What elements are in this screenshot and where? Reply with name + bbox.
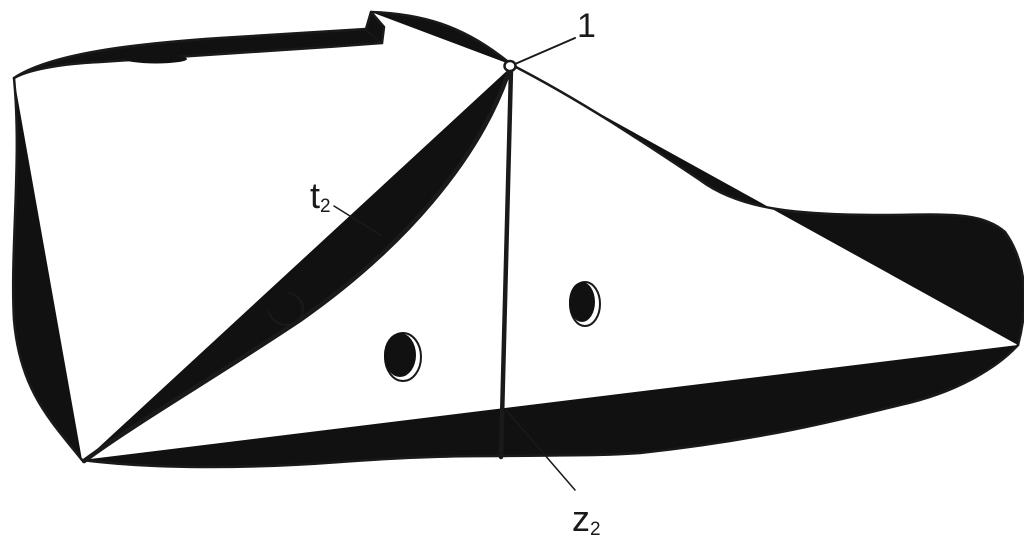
leader-z2 bbox=[505, 409, 576, 491]
point-1-marker bbox=[503, 59, 517, 73]
label-point-1: 1 bbox=[577, 7, 596, 45]
label-z2: z2 bbox=[572, 498, 601, 540]
leader-t2 bbox=[333, 205, 383, 237]
label-t2-subscript: 2 bbox=[320, 196, 331, 217]
heel-back-outline bbox=[11, 76, 84, 462]
cut-face-outline bbox=[364, 10, 386, 45]
top-ridge-outline bbox=[369, 10, 514, 67]
hole-middle bbox=[384, 332, 422, 382]
line-z2 bbox=[498, 66, 514, 460]
side-holes bbox=[268, 281, 601, 382]
top-hole bbox=[125, 54, 187, 64]
leader-point-1 bbox=[514, 37, 576, 65]
label-t2: t2 bbox=[310, 175, 331, 217]
hole-heel bbox=[268, 292, 304, 326]
label-z2-base: z bbox=[572, 498, 590, 539]
label-z2-subscript: 2 bbox=[590, 519, 601, 540]
hole-front bbox=[569, 281, 601, 327]
sole-outline bbox=[80, 343, 1020, 469]
curve-t2 bbox=[81, 65, 513, 464]
label-t2-base: t bbox=[310, 175, 321, 216]
top-surface-outline bbox=[12, 27, 384, 80]
toe-outline bbox=[510, 63, 1024, 347]
